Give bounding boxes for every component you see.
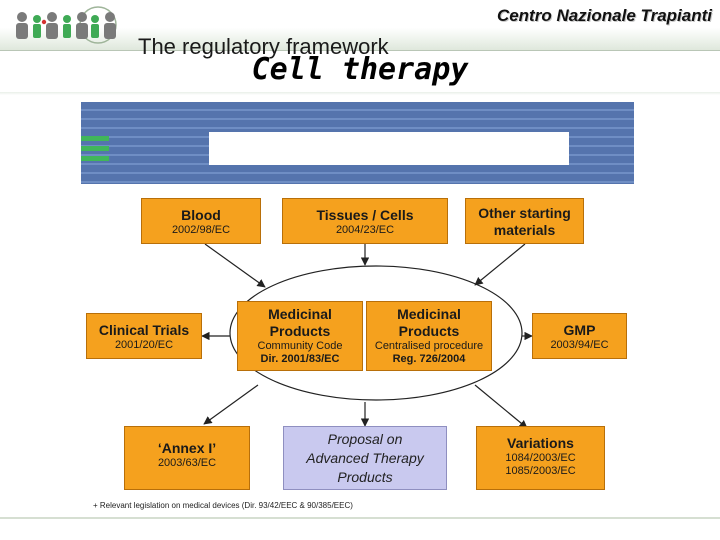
medicinal-products-centralised-box: Medicinal Products Centralised procedure… [366, 301, 492, 371]
med1-line2: Products [269, 323, 331, 339]
other-line2: materials [493, 222, 556, 238]
clinical-title: Clinical Trials [98, 322, 190, 338]
tissues-cells-box: Tissues / Cells 2004/23/EC [282, 198, 448, 244]
banner-accent-bar [81, 136, 109, 141]
blood-title: Blood [181, 207, 221, 223]
clinical-trials-box: Clinical Trials 2001/20/EC [86, 313, 202, 359]
banner-accent-bar [81, 146, 109, 151]
blood-code: 2002/98/EC [171, 224, 231, 236]
page-title: Cell therapy [251, 52, 469, 87]
med1-sub: Community Code [257, 340, 343, 352]
med1-line1: Medicinal [268, 306, 332, 322]
arrow-other [474, 243, 526, 286]
blood-box: Blood 2002/98/EC [141, 198, 261, 244]
arrow-annex [203, 384, 259, 425]
title-underline [0, 92, 720, 95]
variations-code2: 1085/2003/EC [505, 465, 576, 477]
logo-icon [16, 6, 117, 44]
med2-line2: Products [398, 323, 460, 339]
footer-divider [0, 517, 720, 519]
footnote: + Relevant legislation on medical device… [93, 501, 353, 510]
med1-code: Dir. 2001/83/EC [260, 353, 340, 365]
other-line1: Other starting [478, 205, 571, 221]
other-materials-box: Other starting materials [465, 198, 584, 244]
med2-line1: Medicinal [397, 306, 461, 322]
annex-title: ‘Annex I’ [157, 440, 217, 456]
med2-code: Reg. 726/2004 [392, 353, 466, 365]
annex-i-box: ‘Annex I’ 2003/63/EC [124, 426, 250, 490]
proposal-line1: Proposal on [327, 431, 403, 447]
organization-name: Centro Nazionale Trapianti [496, 6, 712, 25]
banner-title: The regulatory framework [138, 34, 389, 59]
clinical-code: 2001/20/EC [114, 339, 174, 351]
annex-code: 2003/63/EC [157, 457, 217, 469]
banner-text-background [209, 132, 569, 165]
variations-box: Variations 1084/2003/EC 1085/2003/EC [476, 426, 605, 490]
med2-sub: Centralised procedure [374, 340, 484, 352]
header-divider [0, 50, 720, 51]
tissues-code: 2004/23/EC [335, 224, 395, 236]
gmp-box: GMP 2003/94/EC [532, 313, 627, 359]
proposal-atmp-box: Proposal on Advanced Therapy Products [283, 426, 447, 490]
arrow-variations [474, 384, 528, 429]
banner-accent-bar [81, 156, 109, 161]
medicinal-products-ellipse [229, 265, 523, 401]
variations-title: Variations [507, 435, 574, 451]
diagram-banner [81, 102, 634, 184]
variations-code1: 1084/2003/EC [505, 452, 576, 464]
medicinal-products-community-box: Medicinal Products Community Code Dir. 2… [237, 301, 363, 371]
tissues-title: Tissues / Cells [316, 207, 414, 223]
proposal-line2: Advanced Therapy [306, 450, 424, 466]
proposal-line3: Products [337, 469, 393, 485]
header-band [0, 0, 720, 50]
gmp-title: GMP [563, 322, 596, 338]
arrow-blood [204, 243, 266, 288]
gmp-code: 2003/94/EC [550, 339, 609, 351]
